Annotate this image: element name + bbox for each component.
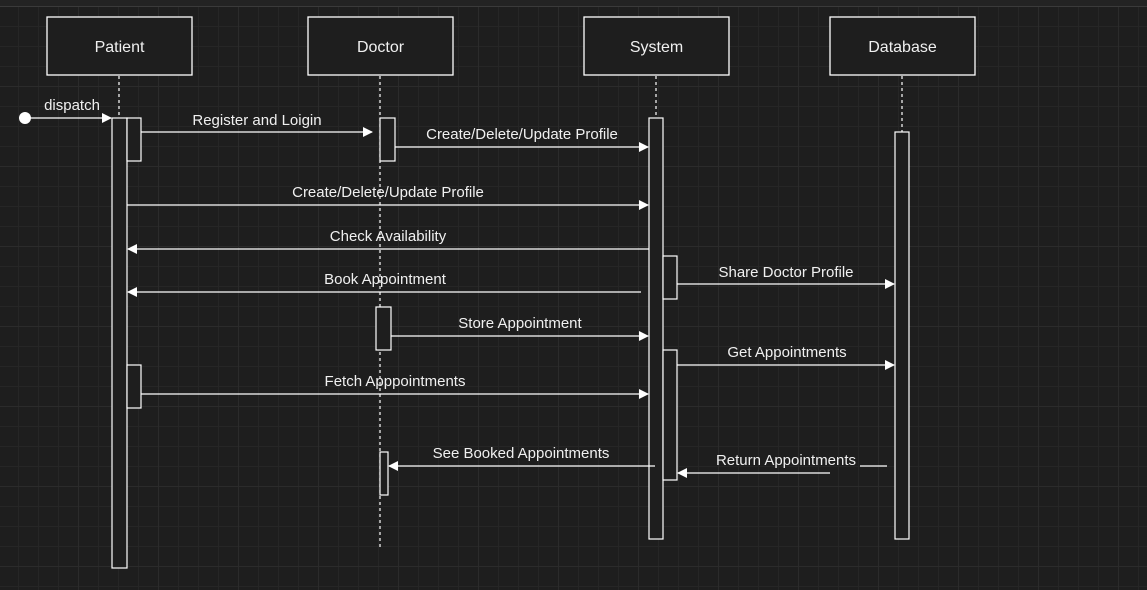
label-patient-profile: Create/Delete/Update Profile (292, 184, 484, 201)
activation-system[interactable] (648, 117, 664, 540)
label-see-booked: See Booked Appointments (433, 445, 610, 462)
label-fetch-appointments: Fetch Apppointments (325, 373, 466, 390)
participant-database[interactable]: Database (829, 16, 976, 76)
label-share-doctor-profile: Share Doctor Profile (718, 264, 853, 281)
activation-doctor-see[interactable] (379, 451, 389, 496)
activation-patient-fetch[interactable] (126, 364, 142, 409)
label-dispatch: dispatch (44, 97, 100, 114)
label-return-appointments: Return Appointments (716, 452, 856, 469)
label-check-availability: Check Availability (330, 228, 447, 245)
participant-system-label: System (630, 39, 683, 56)
participant-doctor-label: Doctor (357, 39, 405, 56)
activation-patient-register[interactable] (126, 117, 142, 162)
participant-doctor[interactable]: Doctor (307, 16, 454, 76)
participant-patient-label: Patient (95, 39, 145, 56)
participant-patient[interactable]: Patient (46, 16, 193, 76)
canvas-top-edge (0, 0, 1147, 7)
activation-system-share[interactable] (662, 255, 678, 300)
participant-system[interactable]: System (583, 16, 730, 76)
label-get-appointments: Get Appointments (727, 344, 846, 361)
activation-database[interactable] (894, 131, 910, 540)
participant-database-label: Database (868, 39, 937, 56)
label-store-appointment: Store Appointment (458, 315, 582, 332)
label-doctor-profile: Create/Delete/Update Profile (426, 126, 618, 143)
activation-doctor-store[interactable] (375, 306, 392, 351)
label-book-appointment: Book Appointment (324, 271, 447, 288)
activation-doctor-login[interactable] (379, 117, 396, 162)
label-register-login: Register and Loigin (192, 112, 321, 129)
activation-system-get[interactable] (662, 349, 678, 481)
activation-patient[interactable] (111, 117, 128, 569)
